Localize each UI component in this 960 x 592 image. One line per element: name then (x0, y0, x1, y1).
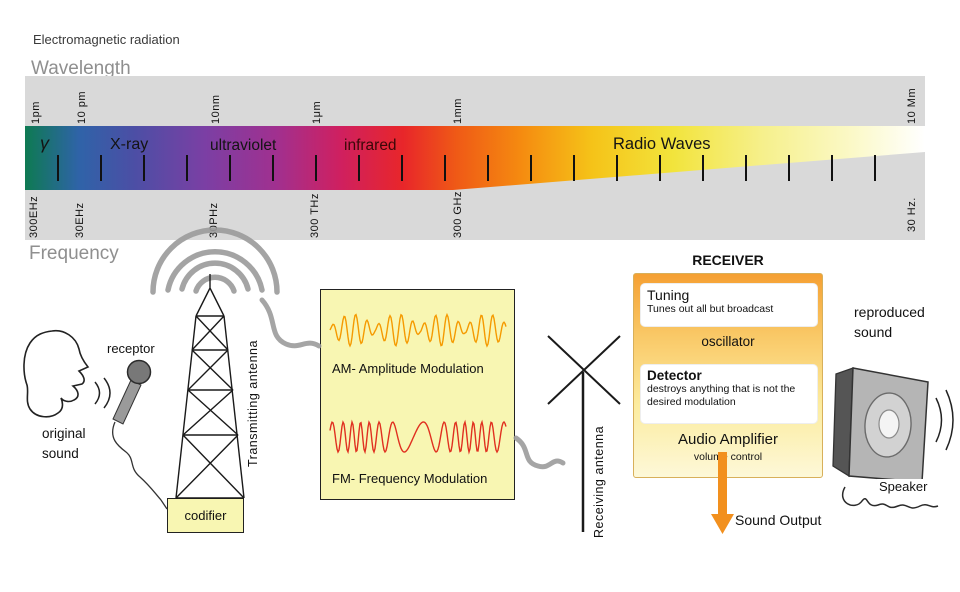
wavelength-tick-1pm: 1pm (30, 101, 42, 124)
band-infrared: infrared (344, 137, 397, 154)
speaker-sound-waves-icon (935, 389, 954, 451)
oscillator-label: oscillator (701, 334, 755, 349)
audio-amplifier-title: Audio Amplifier (677, 431, 779, 448)
fm-modulation-label: FM- Frequency Modulation (332, 471, 488, 486)
reproduced-sound-label: reproduced sound (854, 304, 925, 340)
frequency-tick-30EHz: 30EHz (74, 202, 86, 238)
band-radio-waves: Radio Waves (613, 135, 711, 153)
receiving-antenna-label: Receiving antenna (592, 425, 606, 538)
voice-waves-icon (94, 377, 111, 409)
signal-squiggle-right (513, 435, 566, 470)
audio-amplifier-desc: volume control (693, 451, 763, 463)
receiver-box: Tuning Tunes out all but broadcast oscil… (633, 273, 823, 478)
wavelength-label: Wavelength (31, 58, 131, 79)
tuning-desc: Tunes out all but broadcast (647, 303, 774, 315)
microphone-icon (111, 359, 168, 510)
band-ultraviolet: ultraviolet (210, 137, 277, 154)
band-gamma: γ (40, 133, 49, 153)
frequency-tick-300EHz: 300EHz (28, 195, 40, 238)
speaker-label: Speaker (877, 479, 930, 494)
am-modulation-label: AM- Amplitude Modulation (332, 361, 484, 376)
original-sound-label: original sound (42, 426, 86, 461)
band-xray: X-ray (110, 136, 149, 153)
detector-title: Detector (647, 368, 702, 383)
signal-squiggle-left (259, 297, 322, 349)
sound-output-label: Sound Output (735, 512, 822, 528)
receptor-label: receptor (107, 341, 155, 356)
wavelength-tick-10pm: 10 pm (76, 90, 88, 124)
frequency-tick-30PHz: 30PHz (208, 202, 220, 238)
detector-card: Detector destroys anything that is not t… (641, 365, 817, 423)
frequency-tick-300GHz: 300 GHz (452, 191, 464, 238)
modulation-box: AM- Amplitude Modulation FM- Frequency M… (320, 289, 515, 500)
tuning-title: Tuning (647, 287, 690, 303)
head-profile-icon (23, 329, 90, 418)
transmitting-antenna-label: Transmitting antenna (246, 340, 260, 467)
em-radiation-title: Electromagnetic radiation (33, 32, 180, 47)
spectrum-tick-marks (57, 155, 903, 181)
transmitting-tower-icon (175, 274, 245, 499)
microphone-cable (111, 421, 168, 510)
wavelength-tick-1um: 1μm (311, 100, 323, 124)
tuning-card: Tuning Tunes out all but broadcast (641, 284, 817, 326)
receiving-antenna-icon (547, 335, 621, 532)
codifier-box: codifier (167, 498, 244, 533)
frequency-label: Frequency (29, 243, 119, 264)
wavelength-tick-1mm: 1mm (452, 98, 464, 124)
frequency-tick-300THz: 300 THz (309, 193, 321, 238)
speaker-icon (832, 367, 929, 483)
wavelength-tick-10Mm: 10 Mm (906, 87, 918, 124)
receiver-title: RECEIVER (692, 252, 764, 268)
wavelength-tick-10nm: 10nm (210, 94, 222, 124)
codifier-label: codifier (184, 508, 227, 523)
detector-desc: destroys anything that is not the desire… (647, 383, 796, 409)
